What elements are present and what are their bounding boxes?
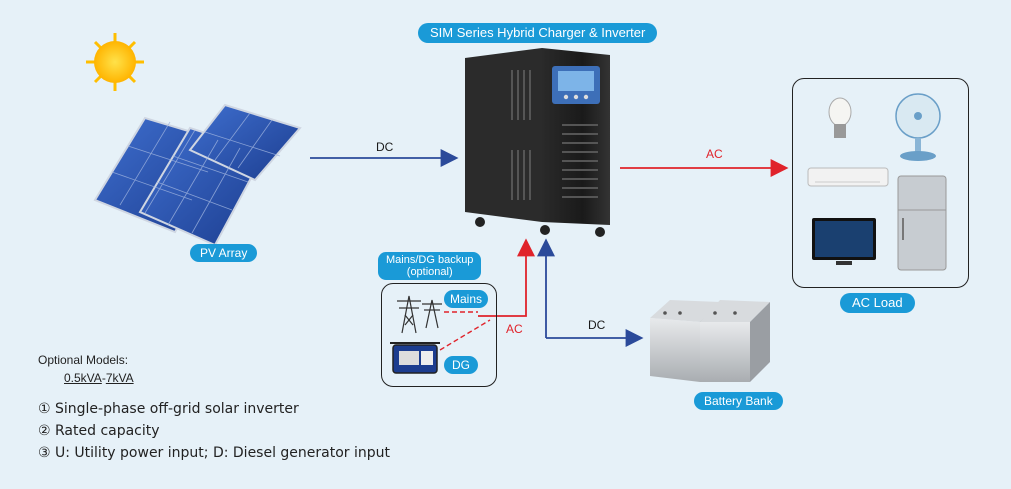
ac-load-box bbox=[792, 78, 969, 288]
optional-models-range: 0.5kVA-7kVA bbox=[64, 371, 134, 385]
mains-label: Mains bbox=[444, 290, 489, 308]
air-conditioner-icon bbox=[807, 167, 889, 187]
fan-icon bbox=[895, 93, 941, 161]
battery-bank-label: Battery Bank bbox=[694, 392, 783, 410]
dc-label-pv: DC bbox=[376, 140, 394, 154]
television-icon bbox=[812, 218, 876, 265]
range-start: 0.5kVA bbox=[64, 371, 102, 385]
legend-item-3: ③ U: Utility power input; D: Diesel gene… bbox=[38, 445, 391, 461]
optional-models-heading: Optional Models: bbox=[38, 353, 129, 367]
legend-item-1: ① Single-phase off-grid solar inverter bbox=[38, 401, 299, 417]
dg-dashed-line bbox=[439, 319, 491, 351]
backup-box bbox=[381, 283, 497, 387]
ac-load-label: AC Load bbox=[840, 293, 915, 313]
inverter-icon bbox=[465, 48, 610, 237]
dc-label-battery: DC bbox=[588, 318, 606, 332]
backup-label-title: Mains/DG backup bbox=[386, 254, 474, 266]
legend-item-2: ② Rated capacity bbox=[38, 423, 160, 439]
solar-panel-icon bbox=[93, 103, 302, 247]
backup-label-optional: (optional) bbox=[406, 266, 453, 278]
refrigerator-icon bbox=[897, 175, 947, 271]
generator-icon bbox=[390, 342, 440, 374]
inverter-title: SIM Series Hybrid Charger & Inverter bbox=[418, 23, 658, 43]
battery-icon bbox=[650, 300, 770, 382]
ac-label-backup: AC bbox=[506, 322, 523, 336]
backup-label: Mains/DG backup (optional) bbox=[378, 252, 482, 280]
dg-label: DG bbox=[444, 356, 478, 374]
pv-array-label: PV Array bbox=[190, 244, 258, 262]
transmission-tower-icon bbox=[397, 295, 442, 334]
ac-arrow-backup bbox=[478, 238, 535, 317]
range-sep: - bbox=[101, 371, 106, 385]
ac-label-load: AC bbox=[706, 147, 723, 161]
range-end: 7kVA bbox=[105, 371, 134, 385]
light-bulb-icon bbox=[828, 97, 852, 138]
sun-icon bbox=[86, 33, 144, 91]
